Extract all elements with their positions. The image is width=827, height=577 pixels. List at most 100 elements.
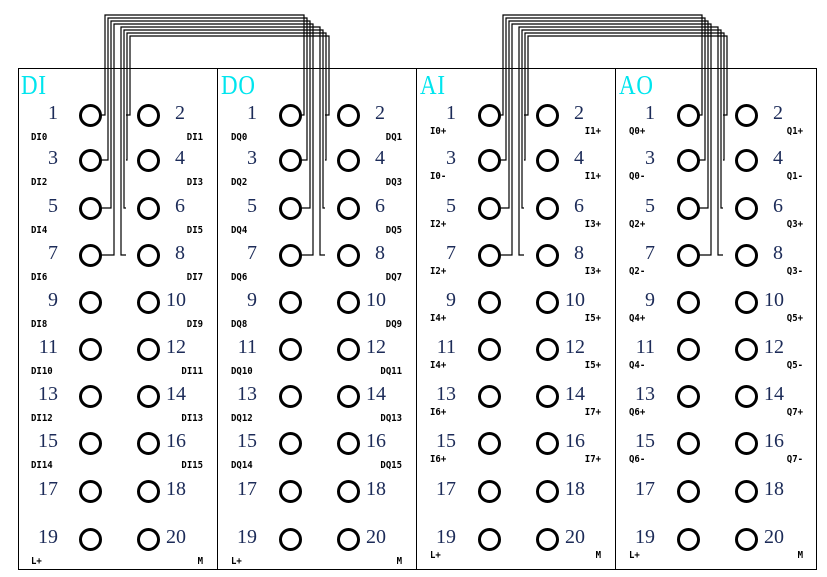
terminal-di-20[interactable] xyxy=(137,528,160,551)
terminal-di-4[interactable] xyxy=(137,149,160,172)
terminal-ao-1[interactable] xyxy=(677,104,700,127)
terminal-di-2[interactable] xyxy=(137,104,160,127)
terminal-ao-16[interactable] xyxy=(735,432,758,455)
terminal-di-3[interactable] xyxy=(79,149,102,172)
terminal-ao-12[interactable] xyxy=(735,338,758,361)
panel-title: DO xyxy=(221,70,256,100)
terminal-ai-6[interactable] xyxy=(536,197,559,220)
terminal-do-14[interactable] xyxy=(337,385,360,408)
terminal-ao-3[interactable] xyxy=(677,149,700,172)
terminal-do-16[interactable] xyxy=(337,432,360,455)
terminal-label: Q1+ xyxy=(786,126,803,137)
terminal-label: I6+ xyxy=(430,454,447,465)
terminal-number: 16 xyxy=(366,430,386,452)
terminal-ai-1[interactable] xyxy=(478,104,501,127)
terminal-label: L+ xyxy=(31,556,42,567)
terminal-label: DQ7 xyxy=(385,272,402,283)
terminal-do-9[interactable] xyxy=(279,291,302,314)
terminal-di-18[interactable] xyxy=(137,480,160,503)
terminal-ai-16[interactable] xyxy=(536,432,559,455)
terminal-ai-12[interactable] xyxy=(536,338,559,361)
terminal-ai-7[interactable] xyxy=(478,244,501,267)
terminal-ao-2[interactable] xyxy=(735,104,758,127)
terminal-do-15[interactable] xyxy=(279,432,302,455)
terminal-number: 10 xyxy=(764,289,784,311)
terminal-label: I2+ xyxy=(430,266,447,277)
terminal-do-2[interactable] xyxy=(337,104,360,127)
terminal-ai-18[interactable] xyxy=(536,480,559,503)
terminal-di-12[interactable] xyxy=(137,338,160,361)
terminal-label: Q6+ xyxy=(629,407,646,418)
terminal-do-6[interactable] xyxy=(337,197,360,220)
terminal-ao-13[interactable] xyxy=(677,385,700,408)
terminal-ao-7[interactable] xyxy=(677,244,700,267)
terminal-di-10[interactable] xyxy=(137,291,160,314)
terminal-label: DQ12 xyxy=(231,413,253,424)
terminal-ai-11[interactable] xyxy=(478,338,501,361)
terminal-do-5[interactable] xyxy=(279,197,302,220)
terminal-number: 6 xyxy=(175,195,185,217)
terminal-ao-17[interactable] xyxy=(677,480,700,503)
terminal-ao-8[interactable] xyxy=(735,244,758,267)
terminal-ai-10[interactable] xyxy=(536,291,559,314)
terminal-di-1[interactable] xyxy=(79,104,102,127)
terminal-di-15[interactable] xyxy=(79,432,102,455)
terminal-do-4[interactable] xyxy=(337,149,360,172)
terminal-number: 19 xyxy=(436,526,456,548)
terminal-do-7[interactable] xyxy=(279,244,302,267)
terminal-ai-15[interactable] xyxy=(478,432,501,455)
terminal-ao-10[interactable] xyxy=(735,291,758,314)
terminal-ai-5[interactable] xyxy=(478,197,501,220)
terminal-do-18[interactable] xyxy=(337,480,360,503)
terminal-ai-19[interactable] xyxy=(478,528,501,551)
terminal-di-9[interactable] xyxy=(79,291,102,314)
terminal-ai-8[interactable] xyxy=(536,244,559,267)
terminal-ai-3[interactable] xyxy=(478,149,501,172)
terminal-ao-9[interactable] xyxy=(677,291,700,314)
terminal-number: 17 xyxy=(436,478,456,500)
terminal-do-12[interactable] xyxy=(337,338,360,361)
terminal-ao-15[interactable] xyxy=(677,432,700,455)
terminal-di-7[interactable] xyxy=(79,244,102,267)
terminal-number: 3 xyxy=(645,147,655,169)
terminal-ai-14[interactable] xyxy=(536,385,559,408)
terminal-do-20[interactable] xyxy=(337,528,360,551)
terminal-do-17[interactable] xyxy=(279,480,302,503)
terminal-label: DQ3 xyxy=(385,177,402,188)
terminal-ai-4[interactable] xyxy=(536,149,559,172)
terminal-ai-9[interactable] xyxy=(478,291,501,314)
terminal-di-19[interactable] xyxy=(79,528,102,551)
terminal-di-14[interactable] xyxy=(137,385,160,408)
terminal-label: DI0 xyxy=(31,132,48,143)
terminal-do-8[interactable] xyxy=(337,244,360,267)
terminal-do-1[interactable] xyxy=(279,104,302,127)
terminal-di-13[interactable] xyxy=(79,385,102,408)
terminal-ai-20[interactable] xyxy=(536,528,559,551)
terminal-di-6[interactable] xyxy=(137,197,160,220)
terminal-di-8[interactable] xyxy=(137,244,160,267)
terminal-ao-20[interactable] xyxy=(735,528,758,551)
terminal-ao-4[interactable] xyxy=(735,149,758,172)
terminal-di-16[interactable] xyxy=(137,432,160,455)
terminal-ai-17[interactable] xyxy=(478,480,501,503)
terminal-ao-5[interactable] xyxy=(677,197,700,220)
terminal-do-11[interactable] xyxy=(279,338,302,361)
terminal-do-10[interactable] xyxy=(337,291,360,314)
terminal-ao-6[interactable] xyxy=(735,197,758,220)
panel-title: AI xyxy=(420,70,446,100)
terminal-di-5[interactable] xyxy=(79,197,102,220)
terminal-number: 16 xyxy=(565,430,585,452)
terminal-do-3[interactable] xyxy=(279,149,302,172)
terminal-di-11[interactable] xyxy=(79,338,102,361)
terminal-label: DI15 xyxy=(181,460,203,471)
terminal-ao-18[interactable] xyxy=(735,480,758,503)
terminal-di-17[interactable] xyxy=(79,480,102,503)
terminal-do-19[interactable] xyxy=(279,528,302,551)
terminal-ai-2[interactable] xyxy=(536,104,559,127)
terminal-label: Q1- xyxy=(786,171,803,182)
terminal-ao-19[interactable] xyxy=(677,528,700,551)
terminal-ao-11[interactable] xyxy=(677,338,700,361)
terminal-ao-14[interactable] xyxy=(735,385,758,408)
terminal-do-13[interactable] xyxy=(279,385,302,408)
terminal-ai-13[interactable] xyxy=(478,385,501,408)
